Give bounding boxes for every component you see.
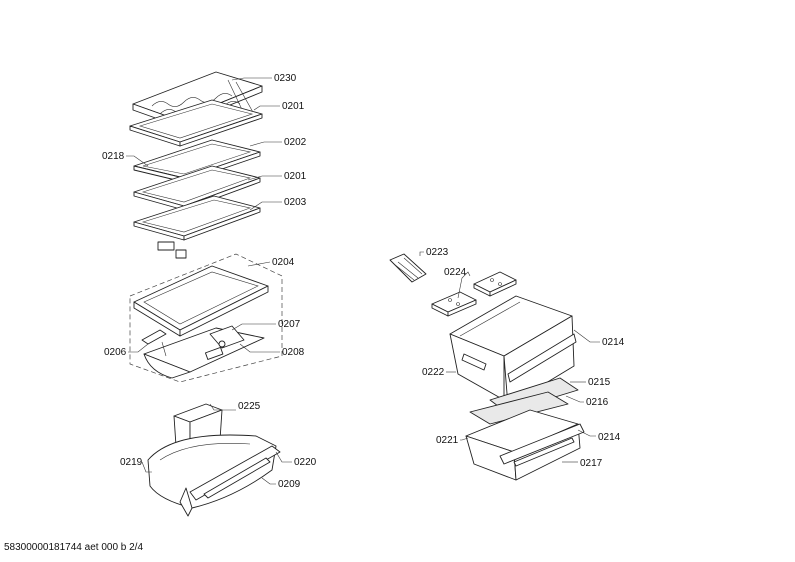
label-0216: 0216 <box>586 397 609 408</box>
label-0204: 0204 <box>272 257 295 268</box>
label-0203: 0203 <box>284 197 307 208</box>
bottom-plate-part <box>141 325 265 379</box>
label-0222: 0222 <box>422 367 445 378</box>
label-0215: 0215 <box>588 377 611 388</box>
label-0224: 0224 <box>444 267 467 278</box>
upper-crisper-drawer-part <box>449 295 577 407</box>
label-0217: 0217 <box>580 458 603 469</box>
label-0201-upper: 0201 <box>282 101 305 112</box>
label-0209: 0209 <box>278 479 301 490</box>
vent-grille-part <box>389 253 427 283</box>
label-0202: 0202 <box>284 137 307 148</box>
label-0220: 0220 <box>294 457 317 468</box>
document-footer-code: 58300000181744 aet 000 b 2/4 <box>4 542 144 553</box>
label-0218: 0218 <box>102 151 125 162</box>
label-0206: 0206 <box>104 347 127 358</box>
lower-crisper-drawer-part <box>465 409 585 481</box>
divider-pad-parts <box>431 271 517 317</box>
label-0225: 0225 <box>238 401 261 412</box>
label-0208: 0208 <box>282 347 305 358</box>
label-0214-upper: 0214 <box>602 337 625 348</box>
label-0219: 0219 <box>120 457 143 468</box>
left-drawer-part <box>147 434 281 517</box>
label-0214-lower: 0214 <box>598 432 621 443</box>
shelf-frame-part <box>129 99 263 147</box>
large-glass-shelf-part <box>133 265 269 337</box>
shelf-base-part <box>133 195 261 259</box>
label-0201-lower: 0201 <box>284 171 307 182</box>
cover-plate-part <box>469 391 569 425</box>
label-0230: 0230 <box>274 73 297 84</box>
label-0223: 0223 <box>426 247 449 258</box>
label-0221: 0221 <box>436 435 459 446</box>
assembly-boundary <box>129 253 283 383</box>
label-0207: 0207 <box>278 319 301 330</box>
